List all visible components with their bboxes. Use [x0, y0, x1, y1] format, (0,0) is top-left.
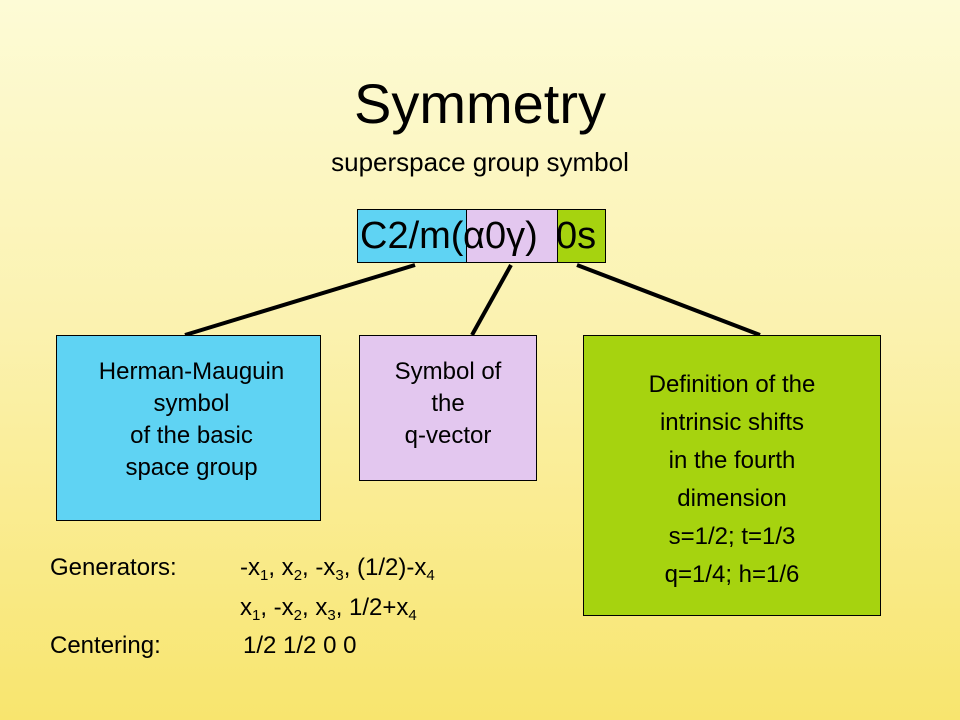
box-line: Definition of the [648, 371, 816, 398]
box-line: Symbol of [394, 358, 502, 385]
box-line: intrinsic shifts [659, 409, 805, 436]
symbol-part-shifts-text: 0s [556, 215, 597, 257]
generator-1: -x1, x2, -x3, (1/2)-x4 [240, 554, 435, 584]
symbol-part-shifts: 0s [556, 209, 606, 263]
slide-subtitle: superspace group symbol [331, 147, 629, 177]
box-line: dimension [677, 485, 787, 512]
connector-q [470, 264, 513, 336]
generators-label: Generators: [50, 554, 177, 581]
generator-2: x1, -x2, x3, 1/2+x4 [240, 594, 417, 624]
connector-hm [184, 263, 416, 337]
box-line: Herman-Mauguin [98, 358, 285, 385]
box-line: s=1/2; t=1/3 [668, 523, 796, 550]
box-line: q-vector [404, 422, 492, 449]
symbol-part-space-group-text: C2/m( [360, 215, 464, 257]
symbol-part-space-group: C2/m( [357, 209, 467, 263]
q-vector-box: Symbol of the q-vector [359, 335, 537, 481]
slide-title: Symmetry [354, 72, 606, 135]
box-line: q=1/4; h=1/6 [664, 561, 800, 588]
intrinsic-shifts-box: Definition of the intrinsic shifts in th… [583, 335, 881, 616]
centering-value: 1/2 1/2 0 0 [243, 632, 357, 659]
connector-def [576, 263, 761, 337]
herman-mauguin-box: Herman-Mauguin symbol of the basic space… [56, 335, 321, 521]
symbol-part-q-vector: α0γ) [463, 209, 558, 263]
box-line: in the fourth [668, 447, 796, 474]
box-line: of the basic [130, 422, 253, 449]
centering-label: Centering: [50, 632, 161, 659]
box-line: space group [125, 454, 258, 481]
symbol-part-q-vector-text: α0γ) [463, 215, 538, 257]
box-line: symbol [153, 390, 230, 417]
box-line: the [431, 390, 465, 417]
